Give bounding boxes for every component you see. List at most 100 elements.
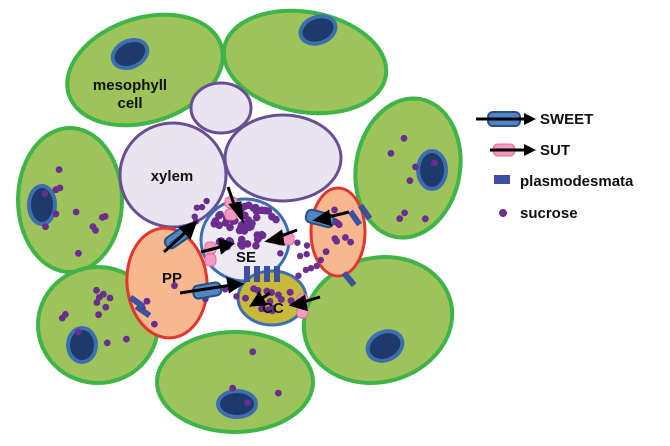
sucrose-dot [216,210,224,219]
pp-cell-right [309,186,367,278]
legend: SWEET SUT plasmodesmata sucrose [476,111,634,222]
plasmodesma-pair-right [347,209,363,227]
legend-sut-label: SUT [540,142,570,159]
sucrose-dot [296,252,304,260]
sucrose-dot [95,311,102,319]
mesophyll-cell-bottom-right [301,255,455,385]
sucrose-dot [400,134,408,142]
sucrose-dot [302,266,310,274]
sucrose-dot [106,294,114,302]
plasmodesma-se-cc-3 [264,266,270,282]
sucrose-dot [294,239,301,246]
sucrose-dot [266,298,274,305]
cc-label: CC [262,300,284,317]
sucrose-dot [211,217,220,225]
sucrose-dot [317,256,324,264]
sucrose-dot [396,215,404,223]
nucleus-top-left [110,37,150,71]
sucrose-dot [103,339,111,347]
sucrose-dot [286,288,294,296]
legend-sucrose-label: sucrose [520,205,578,222]
sucrose-dot [42,223,49,231]
sucrose-dot [101,213,109,220]
cell-label: cell [117,95,142,112]
sucrose-dot [387,150,395,157]
sucrose-dot [143,297,151,305]
sucrose-dot [274,389,282,397]
sucrose-dot [274,291,282,299]
sucrose-dot [102,303,110,311]
plasmodesma-pair-right-2 [357,203,373,221]
mesophyll-cell-right [353,96,463,240]
sucrose-dot [401,209,408,217]
plasmodesma-se-cc-2 [254,266,260,282]
sucrose-dot [252,213,261,222]
mesophyll-cell-top-left [65,12,225,128]
sucrose-dot [412,163,419,171]
sucrose-dot [72,208,80,216]
sucrose-dot [239,220,248,228]
sucrose-dot [347,238,354,246]
sucrose-dot [333,237,340,245]
sucrose-dot [421,215,429,223]
sucrose-dot [335,221,343,229]
sucrose-dot [268,212,276,221]
arrow-pp-to-se-left [162,228,190,254]
sucrose-dot [229,384,237,392]
sucrose-dot [255,233,263,242]
sucrose-dot [322,248,330,256]
sucrose-dot [233,293,240,300]
sucrose-dot [431,159,438,167]
sucrose-dot [313,262,320,270]
sucrose-dot [406,177,414,185]
sucrose-dot [243,240,252,248]
sucrose-dot [151,320,158,328]
sucrose-dot [56,184,64,192]
nucleus-bottom-left [66,326,98,364]
legend-sweet: SWEET [476,111,593,128]
sucrose-dot [171,282,178,290]
sucrose-dot [41,190,49,198]
mesophyll-cell-top-right [221,8,389,116]
sucrose-dot [250,285,258,293]
sut-left-2 [204,253,217,267]
sucrose-dot [62,311,69,318]
sucrose-dot [261,206,269,215]
xylem-large-right [223,113,343,203]
sucrose-dot [226,223,234,232]
sucrose-dot [198,203,206,211]
sucrose-dot [295,272,302,279]
sucrose-dot [242,294,249,302]
sucrose-dot [268,307,276,315]
sucrose-dot [303,250,310,258]
se-label: SE [236,249,256,266]
nuclei [27,14,448,419]
sucrose-dot [331,206,338,214]
sucrose-dot [303,242,311,249]
sucrose-dot [193,204,201,211]
plasmodesma-pair-left-2 [134,303,152,319]
nucleus-right [416,149,448,191]
legend-plasmodesmata-icon [494,175,510,184]
plasmodesma-se-cc-4 [274,266,280,282]
legend-sweet-label: SWEET [540,111,593,128]
nucleus-left [27,184,57,226]
legend-plasmodesmata: plasmodesmata [494,173,634,190]
sucrose-dot [307,265,315,272]
sucrose-dot [342,234,349,241]
plasmodesma-single-right [341,270,357,288]
mesophyll-cell-bottom [155,330,315,434]
plasmodesma-pair-left [128,294,146,310]
sucrose-dot [93,286,100,294]
sucrose-dot [52,210,60,218]
arrow-sweet-to-cc [179,283,233,295]
sucrose-dot [249,204,258,212]
sucrose-dot [95,294,103,301]
sucrose-dot [244,399,252,407]
sucrose-dot [240,202,249,211]
sucrose-dot [252,241,260,250]
sucrose-dot [249,348,257,356]
sucrose-dot [93,299,101,306]
legend-sut: SUT [490,142,570,159]
